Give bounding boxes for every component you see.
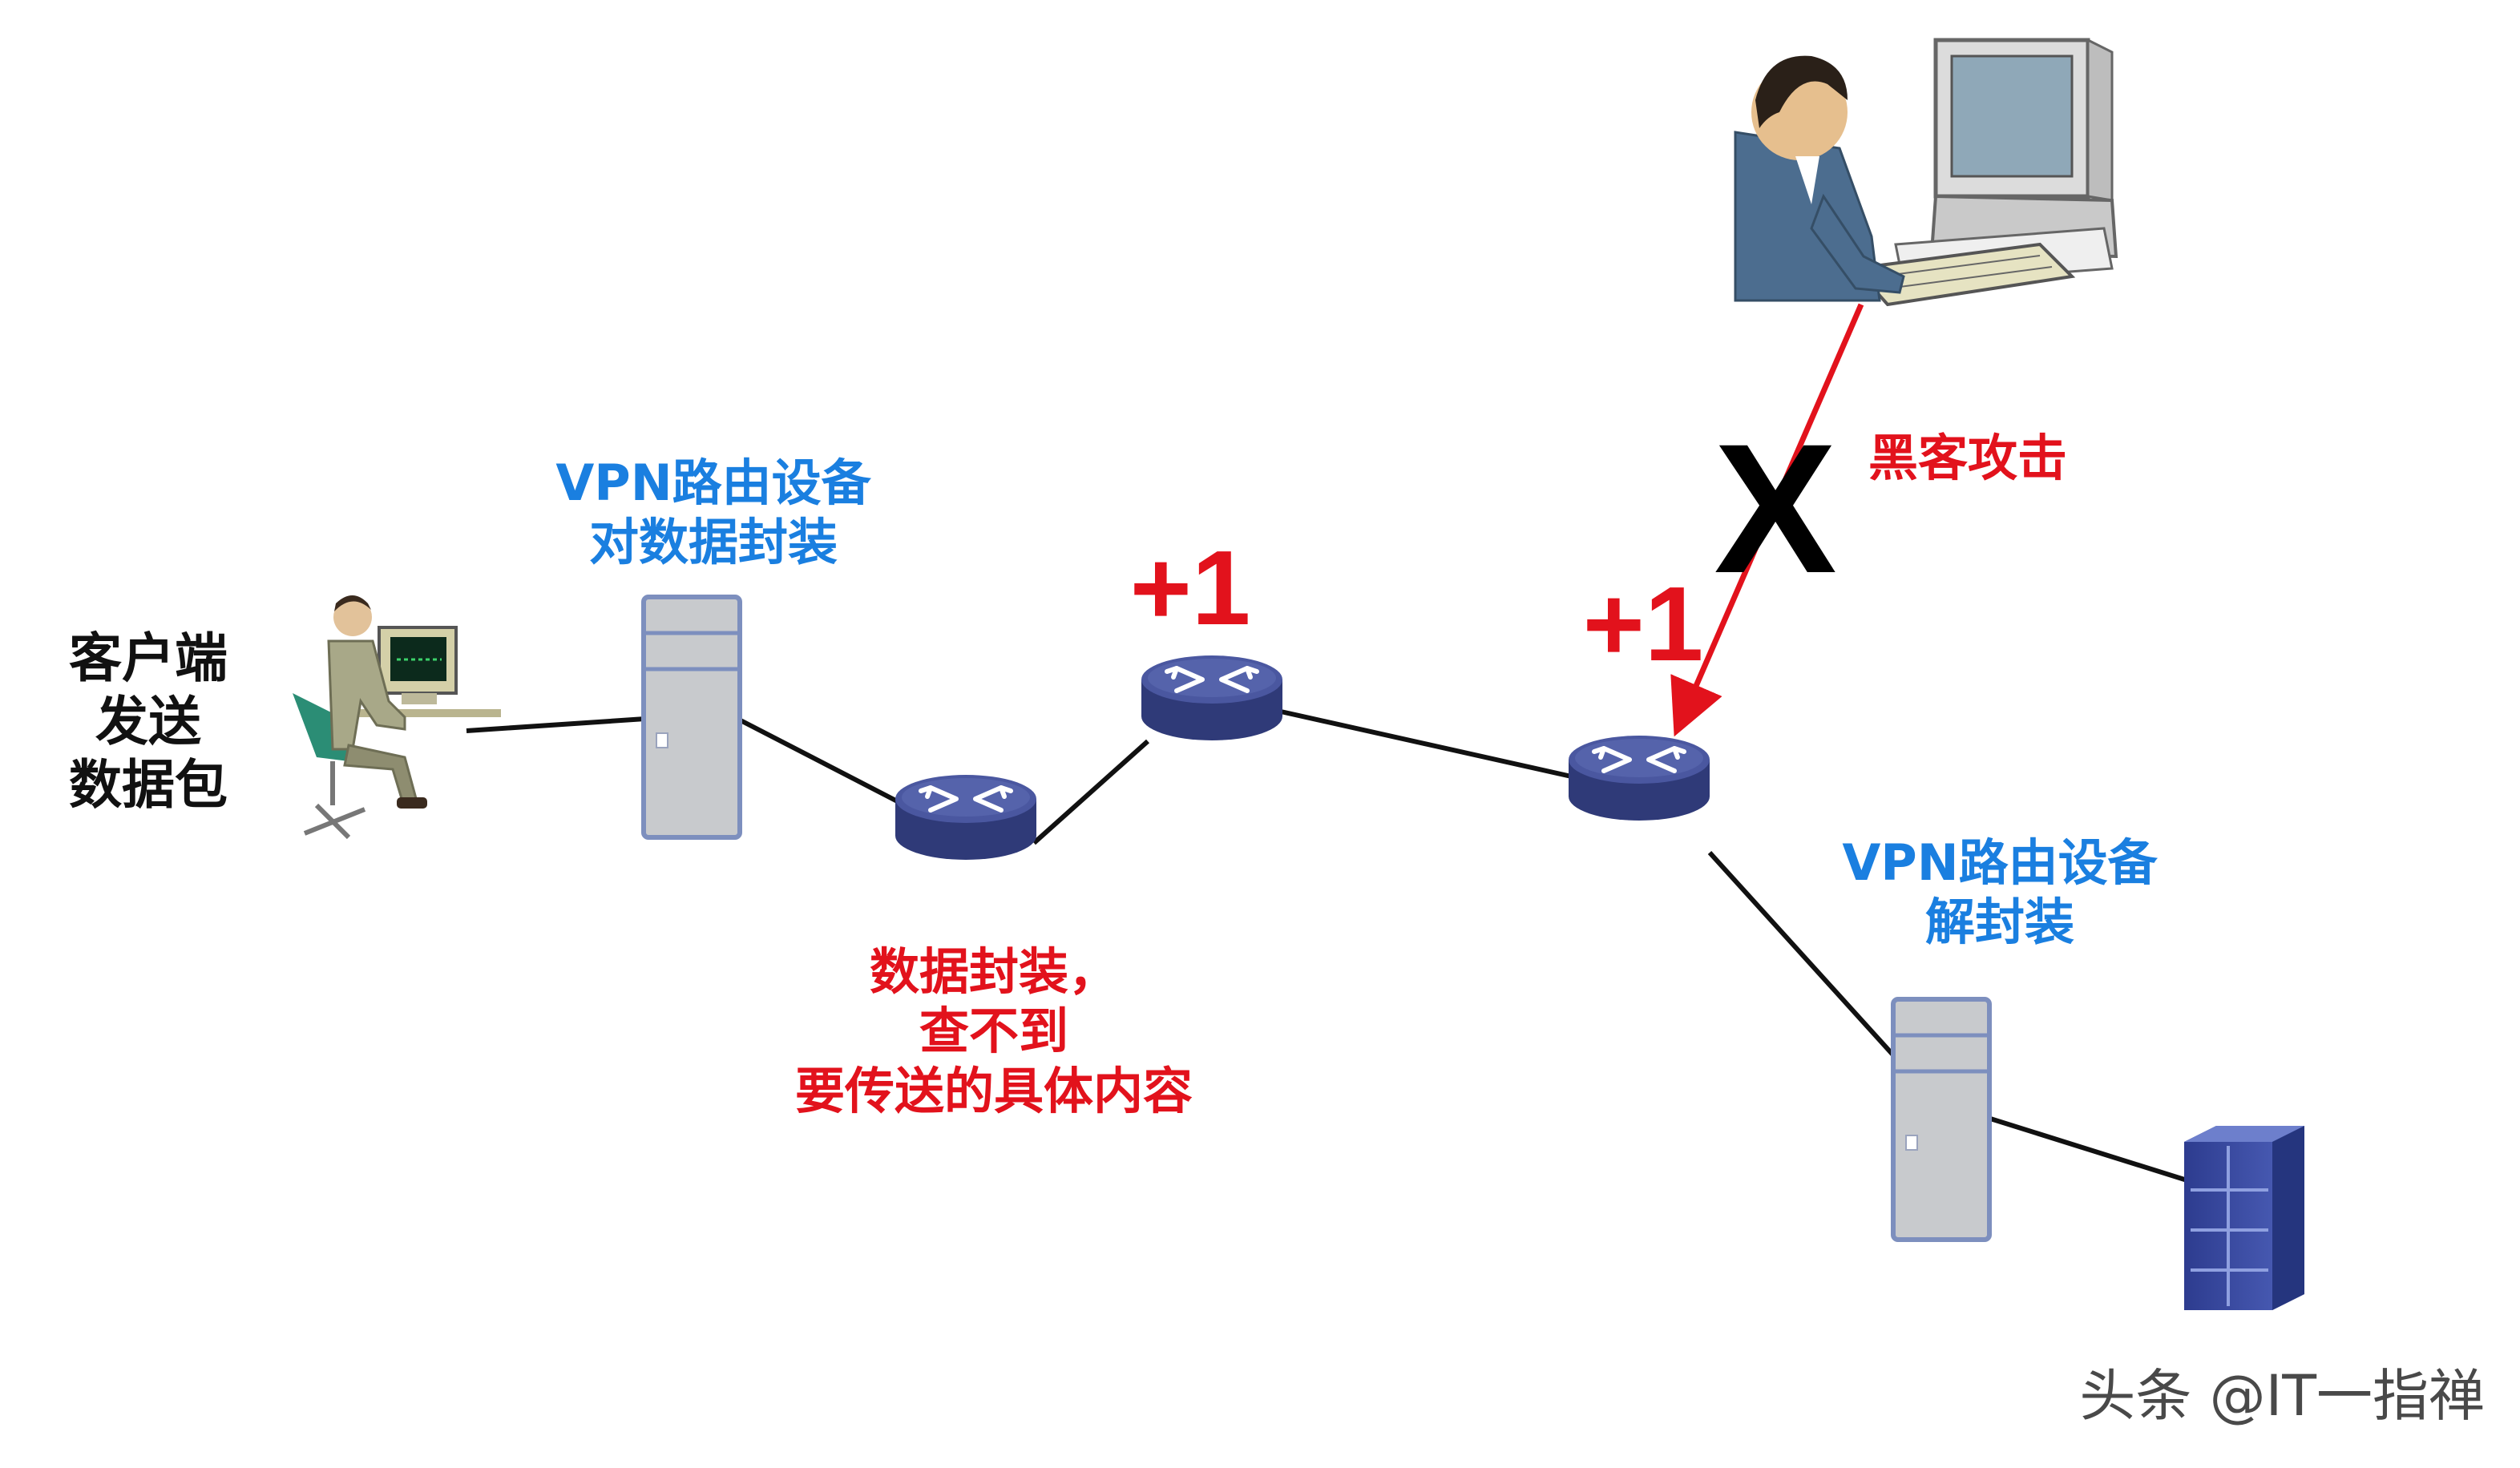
client-label: 客户端 发送 数据包 xyxy=(69,627,228,817)
blocked-mark: X xyxy=(1714,405,1837,611)
hop-count-right: +1 xyxy=(1582,565,1704,683)
router-icon xyxy=(1569,736,1710,821)
watermark: 头条 @IT一指禅 xyxy=(2079,1363,2485,1429)
router-icon xyxy=(1141,655,1282,740)
client-person-icon xyxy=(293,595,501,840)
encap-note-label: 数据封装， 查不到 要传送的具体内容 xyxy=(794,942,1193,1120)
hacker-person-icon xyxy=(1734,38,2118,307)
rack-server-icon xyxy=(2184,1126,2304,1310)
hacker-attack-label: 黑客攻击 xyxy=(1868,429,2067,487)
vpn-encap-label: VPN路由设备 对数据封装 xyxy=(555,454,871,572)
network-links xyxy=(466,709,2193,1184)
attack-arrow xyxy=(1670,303,1864,737)
server-icon xyxy=(1893,999,1989,1240)
hop-count-left: +1 xyxy=(1129,529,1251,647)
vpn-decap-label: VPN路由设备 解封装 xyxy=(1842,833,2158,952)
router-icon xyxy=(895,775,1036,860)
server-icon xyxy=(644,597,740,837)
